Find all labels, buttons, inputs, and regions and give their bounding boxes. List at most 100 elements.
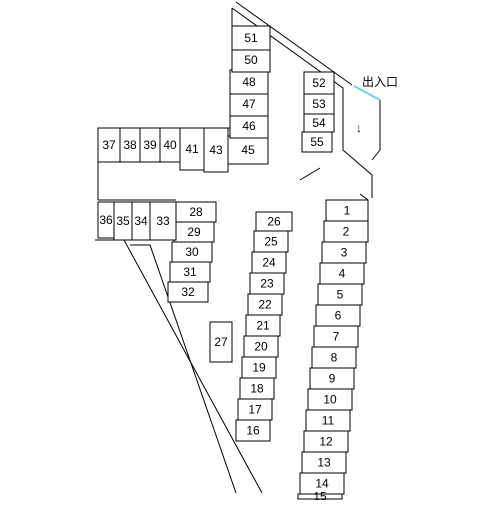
parking-space-14[interactable]: 14 (299, 472, 345, 495)
parking-space-45[interactable]: 45 (227, 135, 269, 165)
parking-space-12[interactable]: 12 (303, 430, 349, 453)
parking-space-52[interactable]: 52 (303, 71, 335, 95)
parking-space-number: 50 (244, 53, 258, 67)
parking-space-box[interactable] (231, 47, 271, 73)
parking-space-53[interactable]: 53 (303, 93, 335, 115)
parking-space-3[interactable]: 3 (321, 241, 367, 264)
parking-space-box[interactable] (179, 127, 205, 171)
parking-space-25[interactable]: 25 (253, 230, 289, 253)
parking-space-number: 14 (315, 477, 329, 491)
entrance-gate (353, 85, 381, 101)
parking-space-number: 53 (312, 97, 326, 111)
parking-space-13[interactable]: 13 (301, 451, 347, 474)
parking-space-number: 48 (242, 75, 256, 89)
parking-space-21[interactable]: 21 (245, 314, 281, 337)
parking-space-number: 34 (134, 214, 148, 228)
parking-space-number: 24 (262, 256, 276, 270)
parking-space-box[interactable] (97, 201, 115, 239)
parking-space-number: 38 (123, 138, 137, 152)
parking-space-37[interactable]: 37 (97, 127, 121, 163)
parking-space-box[interactable] (209, 321, 233, 363)
parking-space-9[interactable]: 9 (309, 367, 355, 390)
parking-space-number: 33 (156, 214, 170, 228)
parking-space-number: 37 (102, 138, 116, 152)
parking-space-22[interactable]: 22 (247, 293, 283, 316)
parking-space-box[interactable] (297, 493, 343, 500)
parking-space-16[interactable]: 16 (235, 419, 271, 442)
parking-space-30[interactable]: 30 (171, 241, 213, 263)
parking-space-number: 23 (260, 277, 274, 291)
parking-space-number: 47 (242, 97, 256, 111)
parking-space-2[interactable]: 2 (323, 220, 369, 243)
parking-space-40[interactable]: 40 (159, 127, 181, 163)
parking-space-8[interactable]: 8 (311, 346, 357, 369)
parking-space-18[interactable]: 18 (239, 377, 275, 400)
parking-space-number: 3 (341, 246, 348, 260)
parking-space-box[interactable] (229, 69, 269, 95)
parking-space-34[interactable]: 34 (131, 201, 151, 241)
parking-space-54[interactable]: 54 (303, 113, 335, 133)
parking-space-number: 40 (163, 138, 177, 152)
parking-space-number: 45 (241, 143, 255, 157)
parking-space-11[interactable]: 11 (305, 409, 351, 432)
parking-space-20[interactable]: 20 (243, 335, 279, 358)
parking-space-number: 46 (242, 119, 256, 133)
parking-space-17[interactable]: 17 (237, 398, 273, 421)
parking-space-box[interactable] (231, 25, 271, 51)
parking-space-47[interactable]: 47 (229, 91, 269, 117)
parking-space-7[interactable]: 7 (313, 325, 359, 348)
parking-space-48[interactable]: 48 (229, 69, 269, 95)
parking-space-4[interactable]: 4 (319, 262, 365, 285)
parking-space-number: 52 (312, 76, 326, 90)
parking-space-number: 31 (183, 265, 197, 279)
parking-space-51[interactable]: 51 (231, 25, 271, 51)
parking-space-39[interactable]: 39 (139, 127, 161, 163)
parking-space-10[interactable]: 10 (307, 388, 353, 411)
parking-space-number: 18 (250, 382, 264, 396)
parking-space-number: 29 (187, 225, 201, 239)
parking-space-number: 22 (258, 298, 272, 312)
parking-space-5[interactable]: 5 (317, 283, 363, 306)
parking-space-number: 55 (310, 135, 324, 149)
parking-space-box[interactable] (203, 127, 229, 173)
parking-space-24[interactable]: 24 (251, 251, 287, 274)
parking-space-box[interactable] (255, 211, 293, 232)
parking-space-number: 54 (312, 116, 326, 130)
parking-space-36[interactable]: 36 (97, 201, 115, 239)
parking-space-41[interactable]: 41 (179, 127, 205, 171)
arrow-down-icon: ↓ (356, 121, 362, 135)
parking-space-number: 12 (319, 435, 333, 449)
parking-space-number: 9 (329, 372, 336, 386)
parking-space-number: 36 (99, 213, 113, 227)
parking-space-35[interactable]: 35 (113, 201, 133, 241)
parking-space-46[interactable]: 46 (229, 113, 269, 139)
parking-space-26[interactable]: 26 (255, 211, 293, 232)
parking-space-23[interactable]: 23 (249, 272, 285, 295)
parking-space-box[interactable] (227, 135, 269, 165)
parking-space-number: 41 (185, 142, 199, 156)
parking-space-6[interactable]: 6 (315, 304, 361, 327)
parking-space-38[interactable]: 38 (119, 127, 141, 163)
parking-spaces: 1234567891011121314151617181920212223242… (97, 25, 369, 504)
parking-space-55[interactable]: 55 (301, 131, 333, 153)
parking-space-50[interactable]: 50 (231, 47, 271, 73)
parking-space-number: 1 (344, 204, 351, 218)
parking-space-1[interactable]: 1 (325, 199, 369, 222)
parking-space-number: 6 (335, 309, 342, 323)
parking-space-box[interactable] (301, 131, 333, 153)
parking-space-number: 4 (339, 267, 346, 281)
parking-space-box[interactable] (167, 281, 209, 303)
parking-space-32[interactable]: 32 (167, 281, 209, 303)
parking-space-28[interactable]: 28 (175, 201, 217, 223)
parking-space-box[interactable] (149, 201, 177, 241)
parking-space-number: 2 (343, 225, 350, 239)
parking-space-number: 11 (322, 414, 335, 428)
parking-space-29[interactable]: 29 (173, 221, 215, 243)
parking-space-19[interactable]: 19 (241, 356, 277, 379)
parking-space-number: 51 (244, 31, 258, 45)
parking-space-43[interactable]: 43 (203, 127, 229, 173)
parking-space-number: 28 (189, 205, 203, 219)
parking-space-33[interactable]: 33 (149, 201, 177, 241)
parking-space-31[interactable]: 31 (169, 261, 211, 283)
parking-space-27[interactable]: 27 (209, 321, 233, 363)
